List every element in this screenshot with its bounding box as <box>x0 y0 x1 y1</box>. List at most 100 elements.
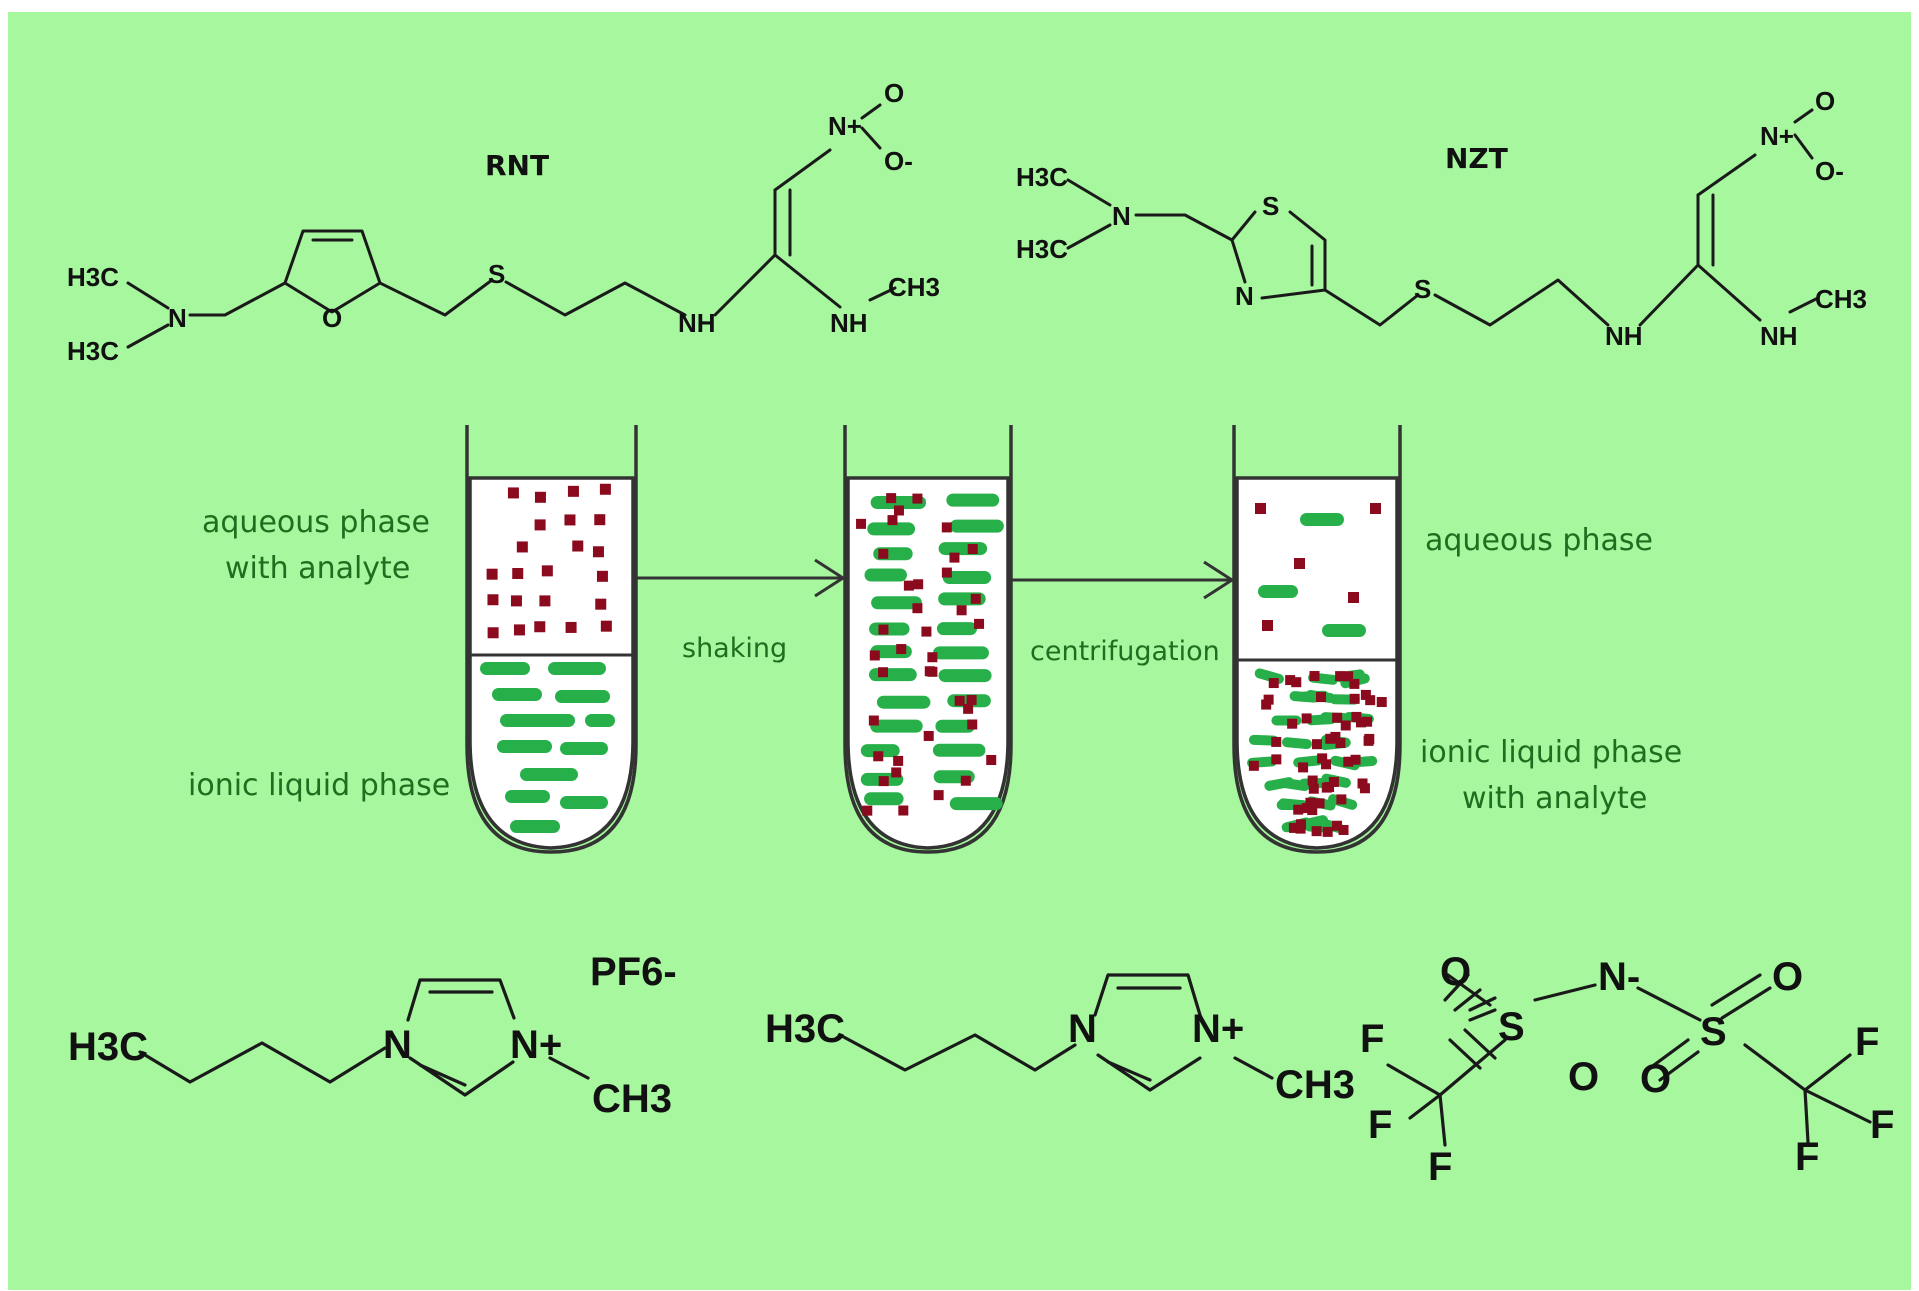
ionic-liquid-droplet <box>480 662 530 675</box>
analyte-particle <box>1324 782 1335 793</box>
analyte-particle <box>1295 823 1306 834</box>
analyte-particle <box>986 755 997 766</box>
analyte-particle <box>1285 675 1296 686</box>
ionic-liquid-droplet <box>868 668 917 682</box>
ntf2-o3: O <box>1772 955 1803 999</box>
ntf2-f3: F <box>1428 1145 1452 1189</box>
ntf2-s2: S <box>1700 1010 1727 1054</box>
analyte-particle <box>1311 826 1322 837</box>
ionic-liquid-droplet <box>936 622 977 636</box>
analyte-particle <box>534 621 546 633</box>
analyte-particle <box>912 603 923 614</box>
analyte-particle <box>512 568 524 580</box>
rnt-title: RNT <box>485 149 549 182</box>
analyte-particle <box>1325 733 1336 744</box>
label-ionic-liquid-with-analyte-1: ionic liquid phase <box>1420 735 1682 770</box>
analyte-particle <box>878 776 889 787</box>
ionic-liquid-droplet <box>876 695 931 709</box>
analyte-particle <box>1307 805 1318 816</box>
analyte-particle <box>487 627 499 639</box>
tube-after <box>1232 425 1402 854</box>
analyte-particle <box>1305 799 1316 810</box>
analyte-particle <box>941 522 952 533</box>
cation1-n3: N+ <box>510 1023 562 1067</box>
analyte-particle <box>594 514 606 526</box>
cation2-n1: N <box>1068 1007 1097 1051</box>
nzt-nh: NH <box>1605 321 1643 351</box>
analyte-particle <box>534 491 546 503</box>
nzt-s-ring: S <box>1262 191 1279 221</box>
analyte-particle <box>886 493 897 504</box>
analyte-particle <box>1262 620 1273 631</box>
label-aqueous-phase: aqueous phase <box>1425 523 1653 558</box>
rnt-nh-methyl: NH <box>830 308 868 338</box>
analyte-particle <box>1335 738 1346 749</box>
nzt-s: S <box>1414 274 1431 304</box>
analyte-particle <box>1271 736 1282 747</box>
ntf2-f6: F <box>1795 1135 1819 1179</box>
analyte-particle <box>956 605 967 616</box>
analyte-particle <box>1316 692 1327 703</box>
analyte-particle <box>1271 754 1282 765</box>
nzt-ch3: CH3 <box>1815 284 1867 314</box>
rnt-h3c-top: H3C <box>67 262 119 292</box>
nzt-nh-methyl: NH <box>1760 321 1798 351</box>
label-ionic-liquid-phase: ionic liquid phase <box>188 768 450 803</box>
ionic-liquid-droplet <box>870 719 923 733</box>
cation1-ch3: CH3 <box>592 1077 672 1121</box>
cation1-h3c: H3C <box>68 1025 148 1069</box>
nzt-o-minus: O- <box>1815 156 1844 186</box>
analyte-particle <box>921 626 932 637</box>
analyte-particle <box>1357 778 1368 789</box>
cation2-h3c: H3C <box>765 1007 845 1051</box>
label-aqueous-with-analyte-2: with analyte <box>225 551 410 586</box>
analyte-particle <box>541 565 553 577</box>
ntf2-o2: O <box>1568 1055 1599 1099</box>
analyte-particle <box>1338 824 1349 835</box>
analyte-particle <box>1301 713 1312 724</box>
ionic-liquid-droplet <box>585 714 615 727</box>
analyte-particle <box>967 544 978 555</box>
arrow-shaking: shaking <box>636 558 846 664</box>
rnt-o: O <box>884 78 904 108</box>
analyte-particle <box>927 652 938 663</box>
analyte-particle <box>513 624 525 636</box>
analyte-particle <box>891 767 902 778</box>
bmim-ntf2: H3C N N+ CH3 <box>765 973 1355 1107</box>
ionic-liquid-droplet <box>932 743 986 757</box>
cation1-n1: N <box>383 1023 412 1067</box>
ntf2-o1: O <box>1440 950 1471 994</box>
ionic-liquid-droplet <box>560 742 608 755</box>
tube-shaking <box>843 425 1013 854</box>
analyte-particle <box>565 621 577 633</box>
nzt-structure: NZT H3C H3C N S N S NH NH CH3 N+ O O- <box>1016 86 1867 351</box>
label-aqueous-with-analyte-1: aqueous phase <box>202 505 430 540</box>
ionic-liquid-droplet <box>870 495 927 509</box>
analyte-particle <box>1314 798 1325 809</box>
rnt-o-minus: O- <box>884 146 913 176</box>
analyte-particle <box>1348 592 1359 603</box>
ntf2-f4: F <box>1855 1020 1879 1064</box>
analyte-particle <box>572 540 584 552</box>
rnt-n-amine: N <box>168 303 187 333</box>
ionic-liquid-droplet <box>497 740 552 753</box>
ionic-liquid-droplet <box>555 690 610 703</box>
ionic-liquid-droplet <box>860 744 900 758</box>
cation2-n3: N+ <box>1192 1007 1244 1051</box>
analyte-particle <box>868 715 879 726</box>
residual-aqueous-content <box>1255 503 1381 637</box>
anion-pf6: PF6- <box>590 950 677 994</box>
rnt-o-ring: O <box>322 303 342 333</box>
ionic-liquid-droplet <box>946 493 1000 507</box>
ionic-liquid-droplet <box>1281 737 1312 750</box>
analyte-particle <box>893 505 904 516</box>
analyte-particle <box>903 580 914 591</box>
ionic-liquid-droplet <box>933 646 989 660</box>
analyte-particle <box>1298 762 1309 773</box>
ionic-liquid-droplet <box>871 596 922 610</box>
analyte-particle <box>486 568 498 580</box>
analyte-particle <box>954 695 965 706</box>
analyte-particle <box>1365 695 1376 706</box>
analyte-particle <box>600 620 612 632</box>
tube-before <box>465 425 638 854</box>
